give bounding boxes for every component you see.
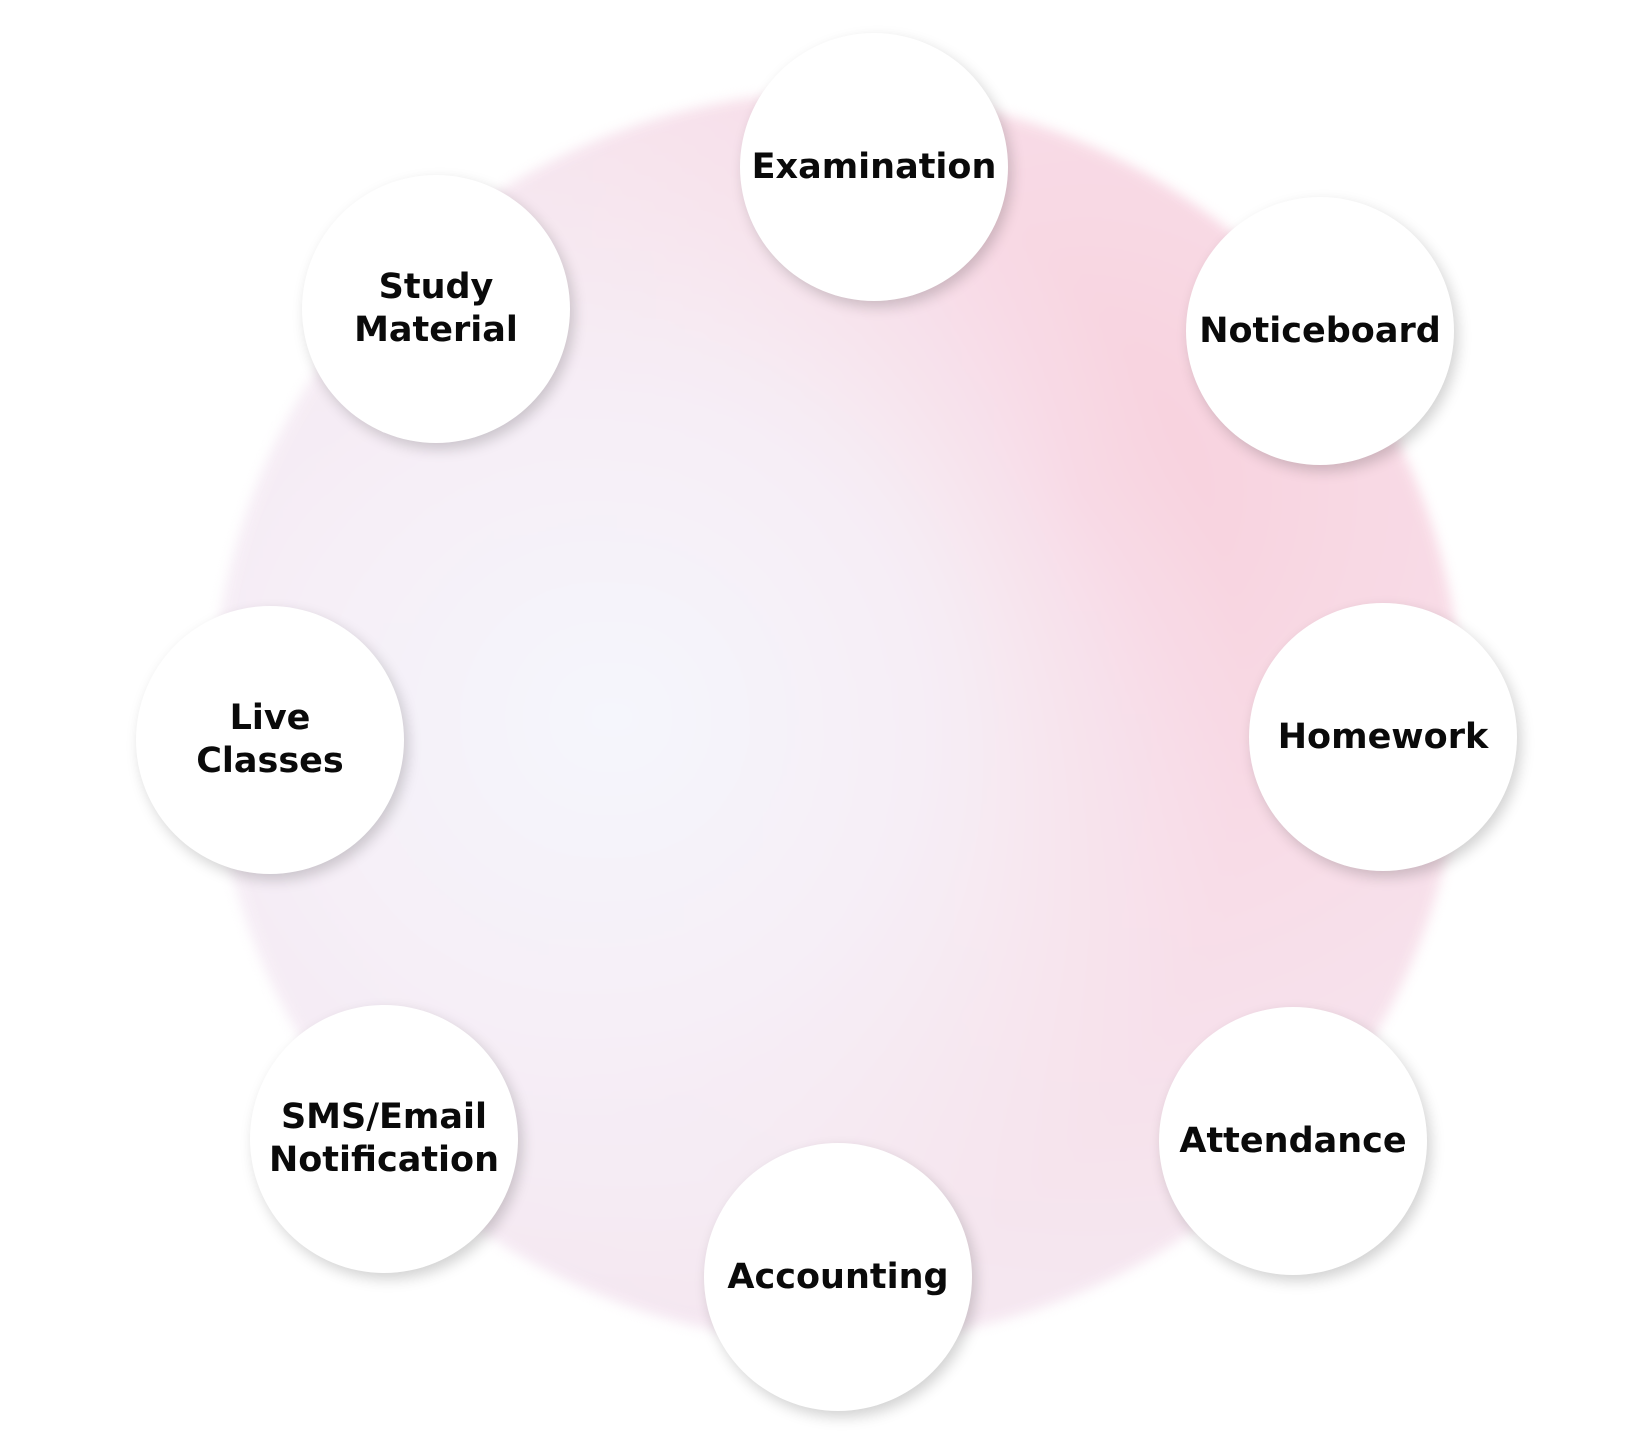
- node-live-classes: Live Classes: [136, 606, 404, 874]
- node-label: Examination: [751, 146, 997, 187]
- node-label: Study Material: [354, 267, 518, 350]
- node-label: Accounting: [727, 1256, 949, 1297]
- node-label: Attendance: [1179, 1120, 1407, 1161]
- node-accounting: Accounting: [704, 1143, 972, 1411]
- node-homework: Homework: [1249, 603, 1517, 871]
- node-label: Noticeboard: [1199, 310, 1441, 351]
- node-label: Live Classes: [196, 698, 344, 781]
- node-attendance: Attendance: [1159, 1007, 1427, 1275]
- node-label: Homework: [1277, 716, 1489, 757]
- node-noticeboard: Noticeboard: [1186, 197, 1454, 465]
- node-sms-email-notification: SMS/Email Notification: [250, 1005, 518, 1273]
- node-label: SMS/Email Notification: [268, 1097, 500, 1180]
- node-study-material: Study Material: [302, 175, 570, 443]
- node-examination: Examination: [740, 33, 1008, 301]
